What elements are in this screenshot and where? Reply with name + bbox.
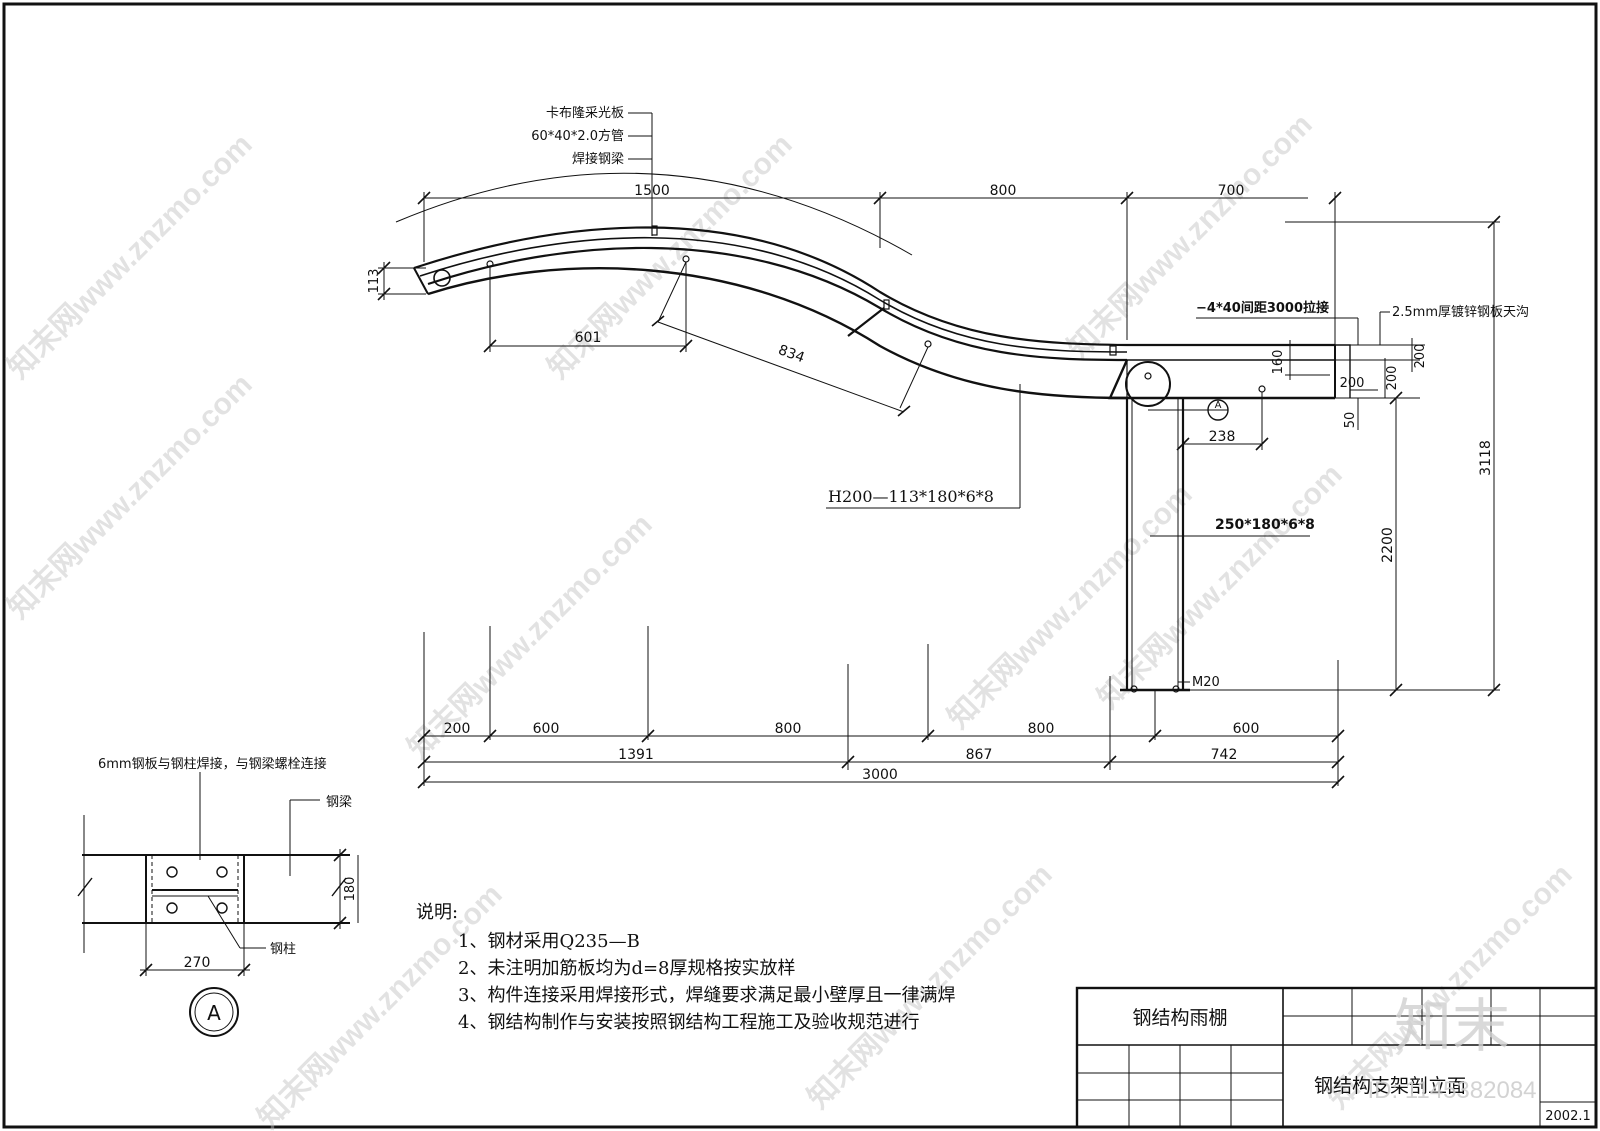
- top-dimensions: 1500 800 700: [417, 183, 1342, 345]
- svg-text:知末网www.znzmo.com: 知末网www.znzmo.com: [942, 478, 1199, 735]
- dim-50: 50: [1343, 412, 1358, 429]
- dim-113: 113: [367, 269, 382, 294]
- gutter-label: 2.5mm厚镀锌钢板天沟: [1392, 304, 1529, 320]
- title-number: 2002.1: [1545, 1109, 1591, 1124]
- note-4: 4、钢结构制作与安装按照钢结构工程施工及验收规范进行: [458, 1012, 919, 1033]
- beam-label: H200—113*180*6*8: [828, 487, 994, 506]
- title-block: 钢结构雨棚 钢结构支架剖立面 2002.1: [1075, 986, 1598, 1129]
- dim-row2-867: 867: [966, 747, 993, 763]
- svg-text:知末: 知末: [1394, 992, 1510, 1060]
- bolt-label: M20: [1192, 675, 1220, 690]
- detail-height: 180: [343, 877, 358, 902]
- dim-800: 800: [990, 183, 1017, 199]
- section-marker-label: A: [1215, 400, 1222, 411]
- column-assembly: [1108, 344, 1351, 693]
- dim-700: 700: [1218, 183, 1245, 199]
- column-label-callout: 250*180*6*8 M20: [1150, 517, 1315, 690]
- dim-238: 238: [1209, 429, 1236, 445]
- note-3: 3、构件连接采用焊接形式，焊缝要求满足最小壁厚且一律满焊: [458, 985, 955, 1006]
- dim-834: 834: [776, 342, 807, 366]
- beam-label-callout: H200—113*180*6*8: [826, 384, 1021, 509]
- note-2: 2、未注明加筋板均为d=8厚规格按实放样: [458, 958, 796, 979]
- detail-column-label: 钢柱: [270, 942, 296, 957]
- dim-row2-742: 742: [1211, 747, 1238, 763]
- dim-2200: 2200: [1380, 527, 1396, 563]
- detail-note: 6mm钢板与钢柱焊接，与钢梁螺栓连接: [98, 756, 327, 772]
- dim-238-group: 238: [1176, 385, 1269, 451]
- dim-200-a: 200: [1340, 376, 1365, 391]
- dim-row1-600b: 600: [1233, 721, 1260, 737]
- detail-marker: A: [207, 1001, 221, 1025]
- dim-200-c: 200: [1413, 344, 1428, 369]
- detail-width: 270: [184, 955, 211, 971]
- callout-beam: 焊接钢梁: [572, 151, 624, 167]
- detail-beam-label: 钢梁: [326, 795, 352, 810]
- dim-row2-1391: 1391: [618, 747, 654, 763]
- svg-text:知末网www.znzmo.com: 知末网www.znzmo.com: [1092, 458, 1349, 715]
- dim-160: 160: [1271, 350, 1286, 375]
- callout-purlin: 60*40*2.0方管: [531, 128, 624, 144]
- notes-heading: 说明:: [416, 902, 458, 923]
- right-small-dims: 160 200 200 200 50 2200 3118: [1190, 215, 1501, 697]
- dim-row3-3000: 3000: [862, 767, 898, 783]
- callout-sheet-material: 卡布隆采光板: [546, 106, 624, 121]
- dim-601: 601: [575, 330, 602, 346]
- title-drawing: 钢结构支架剖立面: [1314, 1075, 1466, 1097]
- left-dimension: 113: [367, 261, 426, 301]
- dim-1500: 1500: [634, 183, 670, 199]
- title-project: 钢结构雨棚: [1132, 1007, 1227, 1029]
- dim-row1-800a: 800: [775, 721, 802, 737]
- detail-a: 6mm钢板与钢柱焊接，与钢梁螺栓连接 钢梁 钢柱 180: [77, 756, 359, 1037]
- svg-text:知末网www.znzmo.com: 知末网www.znzmo.com: [402, 508, 659, 765]
- right-callouts: −4*40间距3000拉接 2.5mm厚镀锌钢板天沟: [1196, 300, 1529, 345]
- column-label: 250*180*6*8: [1215, 517, 1315, 533]
- dim-200-b: 200: [1385, 366, 1400, 391]
- watermark-logo: 知末 ID: 1145382084: [1367, 992, 1536, 1104]
- svg-text:知末网www.znzmo.com: 知末网www.znzmo.com: [2, 368, 259, 625]
- dim-3118: 3118: [1478, 440, 1494, 476]
- note-1: 1、钢材采用Q235—B: [458, 931, 640, 952]
- bottom-dimensions: 200 600 800 800 600 1391 867 742 3000: [417, 626, 1345, 789]
- svg-text:知末网www.znzmo.com: 知末网www.znzmo.com: [1062, 108, 1319, 365]
- tie-label: −4*40间距3000拉接: [1196, 300, 1329, 316]
- svg-text:ID: 1145382084: ID: 1145382084: [1367, 1077, 1536, 1104]
- notes: 说明: 1、钢材采用Q235—B 2、未注明加筋板均为d=8厚规格按实放样 3、…: [416, 902, 955, 1033]
- dim-row1-600: 600: [533, 721, 560, 737]
- top-callouts: 卡布隆采光板 60*40*2.0方管 焊接钢梁: [531, 106, 653, 236]
- construction-arc: [395, 172, 913, 256]
- curved-beam: [413, 225, 1335, 400]
- dim-row1-800b: 800: [1028, 721, 1055, 737]
- svg-text:知末网www.znzmo.com: 知末网www.znzmo.com: [2, 128, 259, 385]
- dim-row1-200: 200: [444, 721, 471, 737]
- section-marker-top: A: [1148, 399, 1229, 421]
